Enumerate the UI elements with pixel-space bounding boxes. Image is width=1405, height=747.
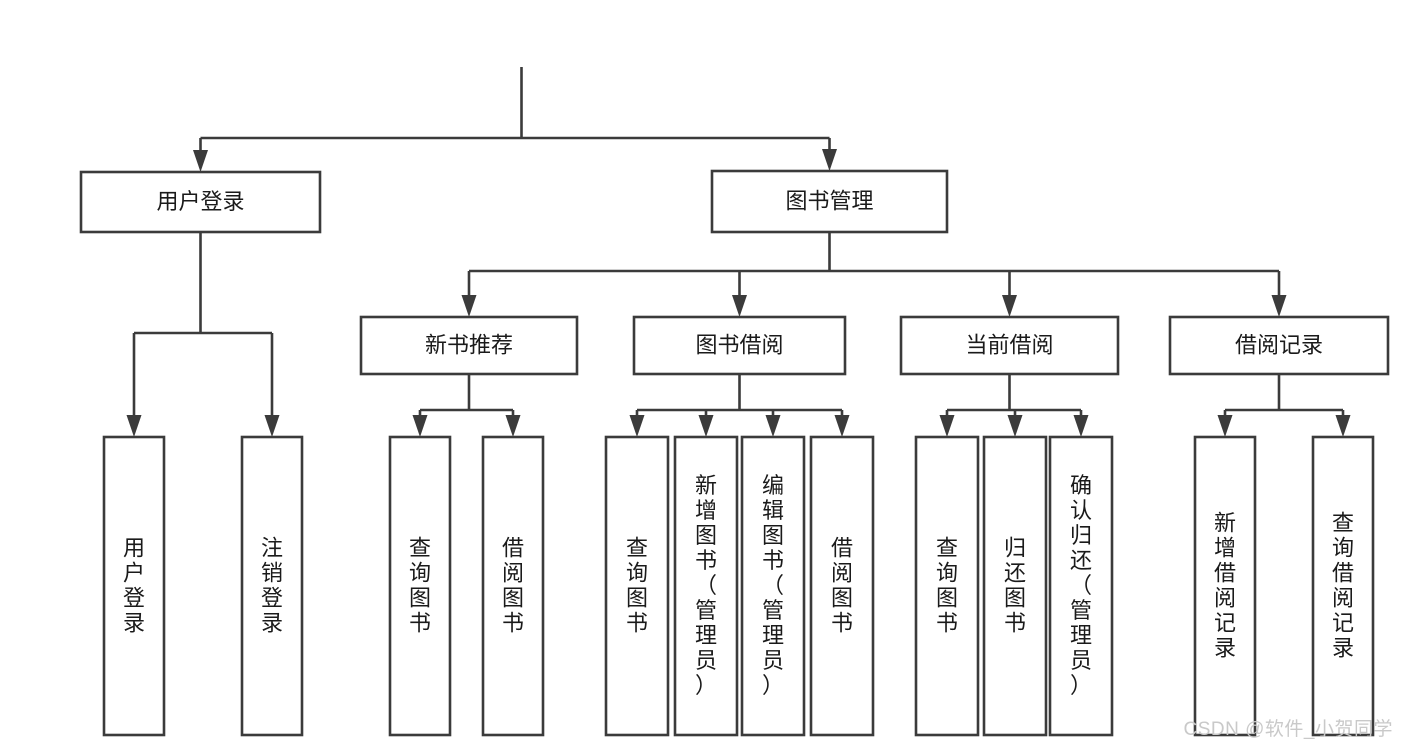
- node-label-book-borrow: 图书借阅: [695, 332, 783, 357]
- node-query-book-1[interactable]: 查询图书: [388, 435, 452, 737]
- node-label-query-book-3: 查询图书: [936, 536, 958, 636]
- node-box-borrow-records: [1168, 315, 1390, 376]
- node-label-new-book-recommend: 新书推荐: [425, 332, 513, 357]
- node-return-book[interactable]: 归还图书: [982, 435, 1048, 737]
- node-query-book-3[interactable]: 查询图书: [914, 435, 980, 737]
- node-edit-book-admin[interactable]: 编辑图书（管理员）: [740, 435, 806, 737]
- node-label-user-logout: 注销登录: [261, 536, 283, 636]
- node-new-book-recommend[interactable]: 新书推荐: [359, 315, 579, 376]
- nodes-layer: 用户登录图书管理用户登录注销登录新书推荐查询图书借阅图书图书借阅查询图书新增图书…: [79, 169, 1390, 737]
- node-label-query-borrow-record: 查询借阅记录: [1332, 511, 1354, 661]
- node-add-borrow-record[interactable]: 新增借阅记录: [1193, 435, 1257, 737]
- node-borrow-book-2[interactable]: 借阅图书: [809, 435, 875, 737]
- node-box-book-borrow: [632, 315, 847, 376]
- arrow-to-add-borrow-record-head-icon: [1217, 415, 1233, 437]
- node-label-borrow-book-2: 借阅图书: [831, 536, 853, 636]
- node-box-user-login-do: [102, 435, 166, 737]
- node-user-login[interactable]: 用户登录: [79, 170, 322, 234]
- node-box-confirm-return-admin: [1048, 435, 1114, 737]
- arrow-to-edit-book-admin-head-icon: [765, 415, 781, 437]
- arrow-to-user-logout-head-icon: [264, 415, 280, 437]
- node-box-query-book-2: [604, 435, 670, 737]
- node-label-current-borrow: 当前借阅: [965, 332, 1053, 357]
- arrow-to-add-book-admin-head-icon: [698, 415, 714, 437]
- node-label-user-login: 用户登录: [156, 189, 244, 214]
- node-user-login-do[interactable]: 用户登录: [102, 435, 166, 737]
- node-query-book-2[interactable]: 查询图书: [604, 435, 670, 737]
- node-label-edit-book-admin: 编辑图书（管理员）: [762, 473, 784, 698]
- connectors-layer: [126, 67, 1351, 437]
- node-box-add-borrow-record: [1193, 435, 1257, 737]
- arrow-to-book-borrow-head-icon: [732, 295, 747, 317]
- arrow-to-query-book-3-head-icon: [939, 415, 955, 437]
- node-user-logout[interactable]: 注销登录: [240, 435, 304, 737]
- node-box-return-book: [982, 435, 1048, 737]
- node-confirm-return-admin[interactable]: 确认归还（管理员）: [1048, 435, 1114, 737]
- arrow-to-query-book-2-head-icon: [629, 415, 645, 437]
- node-label-query-book-2: 查询图书: [626, 536, 648, 636]
- node-add-book-admin[interactable]: 新增图书（管理员）: [673, 435, 739, 737]
- node-box-query-book-1: [388, 435, 452, 737]
- node-box-add-book-admin: [673, 435, 739, 737]
- node-box-borrow-book-1: [481, 435, 545, 737]
- node-box-user-logout: [240, 435, 304, 737]
- arrow-to-borrow-book-2-head-icon: [834, 415, 850, 437]
- node-box-query-borrow-record: [1311, 435, 1375, 737]
- node-label-borrow-book-1: 借阅图书: [502, 536, 524, 636]
- node-label-user-login-do: 用户登录: [123, 536, 145, 636]
- node-borrow-book-1[interactable]: 借阅图书: [481, 435, 545, 737]
- node-box-edit-book-admin: [740, 435, 806, 737]
- arrow-to-book-manage-head-icon: [822, 149, 837, 171]
- node-label-add-book-admin: 新增图书（管理员）: [695, 473, 717, 698]
- arrow-to-return-book-head-icon: [1007, 415, 1023, 437]
- node-book-manage[interactable]: 图书管理: [710, 169, 949, 234]
- node-label-query-book-1: 查询图书: [409, 536, 431, 636]
- arrow-to-current-borrow-head-icon: [1002, 295, 1017, 317]
- arrow-to-new-book-recommend-head-icon: [461, 295, 477, 317]
- node-label-add-borrow-record: 新增借阅记录: [1214, 511, 1236, 661]
- node-label-return-book: 归还图书: [1004, 536, 1026, 636]
- node-box-current-borrow: [899, 315, 1120, 376]
- node-label-confirm-return-admin: 确认归还（管理员）: [1070, 473, 1092, 698]
- node-book-borrow[interactable]: 图书借阅: [632, 315, 847, 376]
- node-box-new-book-recommend: [359, 315, 579, 376]
- csdn-watermark: CSDN @软件_小贺同学: [1183, 719, 1393, 740]
- node-box-borrow-book-2: [809, 435, 875, 737]
- node-query-borrow-record[interactable]: 查询借阅记录: [1311, 435, 1375, 737]
- arrow-to-confirm-return-admin-head-icon: [1073, 415, 1089, 437]
- arrow-to-query-book-1-head-icon: [412, 415, 428, 437]
- arrow-to-user-login-do-head-icon: [126, 415, 142, 437]
- arrow-to-query-borrow-record-head-icon: [1335, 415, 1351, 437]
- node-current-borrow[interactable]: 当前借阅: [899, 315, 1120, 376]
- node-borrow-records[interactable]: 借阅记录: [1168, 315, 1390, 376]
- arrow-to-borrow-book-1-head-icon: [505, 415, 521, 437]
- node-label-book-manage: 图书管理: [785, 188, 873, 213]
- node-box-book-manage: [710, 169, 949, 234]
- arrow-to-borrow-records-head-icon: [1271, 295, 1287, 317]
- node-box-user-login: [79, 170, 322, 234]
- node-label-borrow-records: 借阅记录: [1235, 332, 1323, 357]
- arrow-to-user-login-head-icon: [193, 150, 208, 172]
- node-box-query-book-3: [914, 435, 980, 737]
